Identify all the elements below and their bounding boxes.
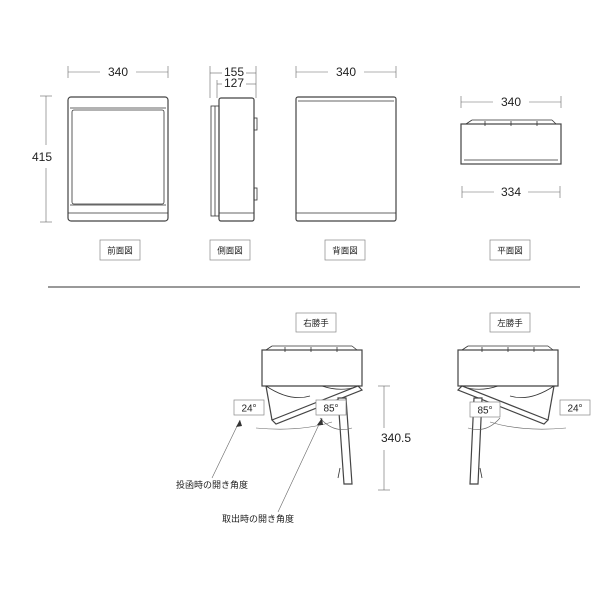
note-take-angle: 取出時の開き角度 [222,513,294,525]
left-angle-take: 85° [477,406,492,417]
left-hand-caption: 左勝手 [497,318,523,329]
right-angle-take: 85° [323,404,338,415]
side-view-caption: 側面図 [217,246,243,257]
left-angle-post: 24° [567,404,582,415]
plan-view-caption: 平面図 [497,247,523,257]
right-hand-caption: 右勝手 [303,318,329,329]
side-depth-total-label: 155 [224,65,244,79]
front-height-label: 415 [32,150,52,164]
right-hand-view: 右勝手 24° 85° 340.5 [211,312,411,513]
plan-width-bottom-label: 334 [501,185,521,199]
back-view-caption: 背面図 [332,246,358,257]
front-view: 340 415 [32,65,169,223]
left-hand-view: 左勝手 24° 85° [456,312,591,485]
view-captions: 前面図 側面図 背面図 平面図 [99,239,531,261]
side-view: 155 127 [209,65,258,222]
plan-view: 340 334 [460,95,562,199]
back-view: 340 [295,65,397,222]
note-post-angle: 投函時の開き角度 [176,479,248,491]
open-height-label: 340.5 [381,431,411,445]
side-depth-body-label: 127 [224,76,244,90]
right-angle-post: 24° [241,404,256,415]
plan-width-top-label: 340 [501,95,521,109]
back-width-label: 340 [336,65,356,79]
front-view-caption: 前面図 [107,246,133,257]
front-width-label: 340 [108,65,128,79]
